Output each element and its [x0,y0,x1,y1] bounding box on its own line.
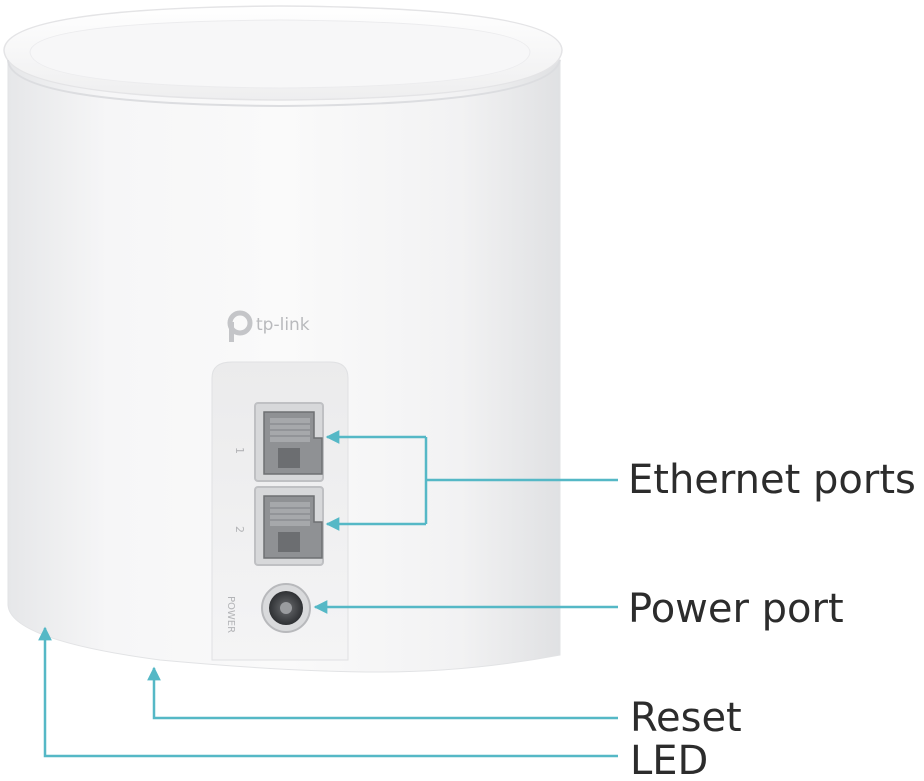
ethernet-port-2 [254,486,324,566]
callout-lines [38,430,618,758]
port-1-label: 1 [233,447,246,454]
power-port-callout-label: Power port [628,586,844,632]
tp-link-logo: tp-link [227,310,310,342]
power-port-label: POWER [225,596,236,633]
logo-text: tp-link [256,315,310,335]
port-2-label: 2 [233,526,246,533]
reset-label: Reset [630,695,742,741]
led-label: LED [630,738,709,781]
led-callout-arrow [38,626,618,758]
power-jack [261,583,311,633]
ethernet-ports-label: Ethernet ports [628,457,916,503]
reset-callout-arrow [147,666,618,720]
ethernet-port-1 [254,402,324,482]
